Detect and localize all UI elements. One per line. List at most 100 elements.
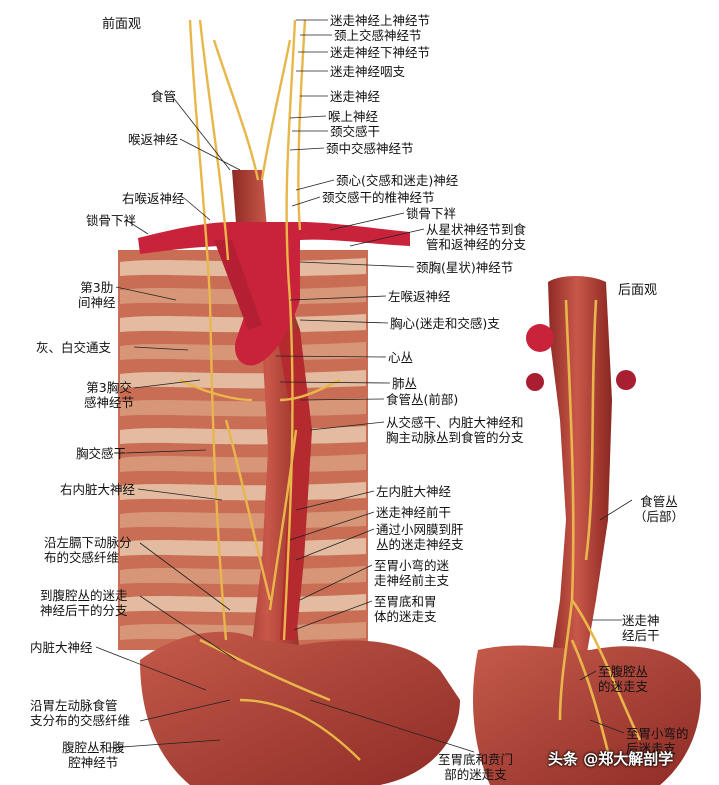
nerve-strand <box>224 419 272 601</box>
label-esophagus: 食管 <box>151 89 177 104</box>
label-left-gastric-fibers: 沿胃左动脉食管 支分布的交感纤维 <box>30 698 131 728</box>
rib-band <box>120 594 366 613</box>
label-subclavian-loop-right: 锁骨下袢 <box>86 213 137 228</box>
nerve-strand <box>199 638 331 702</box>
nerve-strand <box>584 299 598 561</box>
leader-line <box>289 511 375 541</box>
label-cardiac-plexus: 心丛 <box>388 350 414 365</box>
front-view-figure <box>118 19 460 785</box>
front-view-title: 前面观 <box>102 17 142 32</box>
label-gray-white-rami: 灰、白交通支 <box>36 340 112 355</box>
label-thoracic-cardiac: 胸心(迷走和交感)支 <box>390 316 500 331</box>
leader-line <box>309 421 385 431</box>
label-lesser-curvature-anterior: 至胃小弯的迷 走神经前主支 <box>374 558 450 588</box>
back-view-title: 后面观 <box>618 283 658 298</box>
leader-line <box>115 286 177 301</box>
label-left-phrenic-fibers: 沿左膈下动脉分 布的交感纤维 <box>44 535 132 565</box>
label-third-thoracic-ganglion: 第3胸交 感神经节 <box>84 380 135 410</box>
label-cervical-cardiac-nerves: 颈心(交感和迷走)神经 <box>336 173 459 188</box>
back-view-figure <box>473 276 701 785</box>
label-branches-to-esophagus: 从交感干、内脏大神经和 胸主动脉丛到食管的分支 <box>386 415 524 445</box>
watermark: 头条 @郑大解剖学 <box>548 750 674 768</box>
nerve-strand <box>260 39 292 181</box>
nerve-strand <box>198 19 230 261</box>
label-vagus-nerve: 迷走神经 <box>330 89 381 104</box>
leader-line <box>579 670 597 681</box>
leader-line <box>139 595 237 661</box>
label-left-greater-splanchnic: 左内脏大神经 <box>376 484 452 499</box>
label-superior-laryngeal: 喉上神经 <box>328 109 379 124</box>
leader-line <box>275 355 387 358</box>
leader-line <box>289 147 325 151</box>
label-fundus-cardia: 至胃底和贲门 部的迷走支 <box>438 752 514 782</box>
back-vessel-left <box>526 373 544 391</box>
leader-line <box>329 212 405 231</box>
label-lesser-curvature-back: 至胃小弯的 后迷走支 <box>626 726 689 756</box>
leader-line <box>183 197 211 221</box>
nerve-strand <box>188 19 228 641</box>
nerve-strand <box>558 299 575 721</box>
label-esophageal-plexus-back: 食管丛 （后部） <box>634 494 685 524</box>
stomach <box>140 631 460 785</box>
leader-line <box>139 542 231 611</box>
leader-line <box>295 179 335 191</box>
label-fundus-body: 至胃底和胃 体的迷走支 <box>374 594 437 624</box>
leader-line <box>299 261 415 268</box>
leader-line <box>125 449 207 454</box>
nerve-strand <box>179 378 253 402</box>
label-to-celiac-posterior: 到腹腔丛的迷走 神经后干的分支 <box>40 588 128 618</box>
leader-line <box>295 490 375 511</box>
nerve-strand <box>570 599 642 741</box>
label-cervical-sympathetic-trunk: 颈交感干 <box>330 124 381 139</box>
label-left-recurrent-laryngeal: 左喉返神经 <box>388 289 451 304</box>
back-nerve-network <box>558 299 642 761</box>
label-posterior-vagal-trunk: 迷走神 经后干 <box>622 613 660 643</box>
label-to-celiac-plexus: 至腹腔丛 的迷走支 <box>598 664 649 694</box>
leader-line <box>589 719 625 734</box>
label-anterior-vagal-trunk: 迷走神经前干 <box>376 505 452 520</box>
label-cervicothoracic-ganglion: 颈胸(星状)神经节 <box>416 260 514 275</box>
brachiocephalic-trunk <box>214 240 262 330</box>
aortic-arch <box>138 222 410 366</box>
leader-line <box>107 739 221 749</box>
label-celiac-plexus: 腹腔丛和腹 腔神经节 <box>62 740 125 770</box>
label-vagus-inferior-ganglion: 迷走神经下神经节 <box>330 45 431 60</box>
label-recurrent-laryngeal: 喉返神经 <box>128 132 179 147</box>
label-leader-lines <box>95 19 633 753</box>
leader-line <box>349 228 425 247</box>
label-pulmonary-plexus: 肺丛 <box>392 376 418 391</box>
back-esophagus <box>548 276 612 690</box>
nerve-strand <box>212 39 260 181</box>
leader-line <box>291 196 321 207</box>
leader-line <box>95 646 207 691</box>
leader-line <box>289 115 327 119</box>
leader-line <box>293 600 373 631</box>
leader-line <box>599 499 633 521</box>
label-right-greater-splanchnic: 右内脏大神经 <box>60 482 136 497</box>
nerve-strand <box>239 698 361 761</box>
leader-line <box>139 699 231 722</box>
leader-line <box>137 488 223 501</box>
leader-line <box>299 319 389 324</box>
label-esophageal-plexus-front: 食管丛(前部) <box>386 392 459 407</box>
label-subclavian-loop-left: 锁骨下袢 <box>406 206 457 221</box>
leader-line <box>295 528 375 561</box>
leader-line <box>133 379 201 389</box>
label-thoracic-sympathetic-trunk: 胸交感干 <box>76 446 127 461</box>
label-splanchnic-nerve: 内脏大神经 <box>30 640 93 655</box>
leader-line <box>133 346 189 351</box>
back-aorta-stump <box>526 324 554 352</box>
back-vessel-right <box>616 370 636 390</box>
label-third-intercostal: 第3肋 间神经 <box>78 280 116 310</box>
leader-line <box>299 564 373 601</box>
thoracic-aorta <box>276 330 312 640</box>
label-via-lesser-omentum: 通过小网膜到肝 丛的迷走神经支 <box>376 522 464 552</box>
label-vagus-superior-ganglion: 迷走神经上神经节 <box>330 13 431 28</box>
label-vagus-pharyngeal: 迷走神经咽支 <box>330 64 406 79</box>
label-middle-cervical-ganglion: 颈中交感神经节 <box>326 141 414 156</box>
nerve-strand <box>297 19 307 231</box>
leader-line <box>125 219 149 235</box>
leader-line <box>289 295 387 301</box>
label-superior-cervical-ganglion: 颈上交感神经节 <box>334 28 422 43</box>
